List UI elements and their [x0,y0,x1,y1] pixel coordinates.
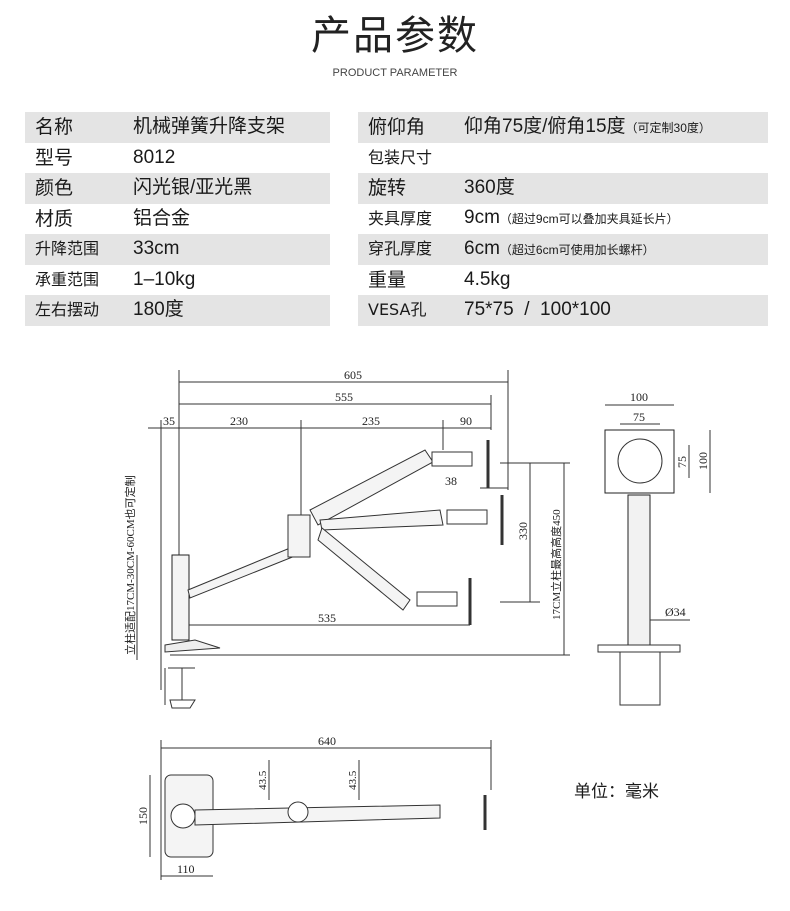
dim-330: 330 [516,522,530,540]
clamp-front [597,644,681,706]
spec-row: 材质 铝合金 [25,204,330,235]
spec-value: 360度 [464,177,515,199]
spec-label: 左右摆动 [35,300,100,320]
base [164,639,221,653]
dim-110: 110 [177,862,195,876]
pole-note: 立柱适配17CM-30CM-60CM也可定制 [123,475,137,655]
dim-230: 230 [230,414,248,428]
spec-label: 颜色 [35,177,74,200]
spec-row: 承重范围 1–10kg [25,265,330,296]
spec-label: 俯仰角 [368,116,426,139]
spec-value: 4.5kg [464,268,511,290]
spec-value: 铝合金 [133,207,191,229]
dim-235: 235 [362,414,380,428]
spec-label: VESA孔 [368,300,427,320]
spec-value: 机械弹簧升降支架 [133,116,286,138]
spec-note: （可定制30度） [625,120,711,135]
spec-table-right: 俯仰角 仰角75度/俯角15度（可定制30度） 包装尺寸 旋转 360度 夹具厚度 9… [358,112,768,326]
clamp [164,667,196,709]
spec-value-main: 9cm [464,207,500,229]
spec-label: 升降范围 [35,239,100,259]
spec-value: 闪光银/亚光黑 [133,177,253,199]
dim-640: 640 [318,734,336,748]
dim-90: 90 [460,414,472,428]
spec-label: 承重范围 [35,269,100,289]
spec-label: 旋转 [368,177,407,200]
dim-38: 38 [445,474,457,488]
lower-arm [187,547,296,599]
spec-value: 9cm（超过9cm可以叠加夹具延长片） [464,207,679,230]
upper-arm-mid [319,509,444,531]
spec-value-main: 6cm [464,237,500,259]
spec-note: （超过6cm可使用加长螺杆） [499,242,655,257]
spec-label: 夹具厚度 [368,208,433,228]
dim-35: 35 [163,414,175,428]
front-view: 100 75 75 100 Ø34 [597,390,711,706]
spec-label: 名称 [35,116,74,139]
spec-value-main: 仰角75度/俯角15度 [464,115,626,137]
height-note: 17CM立柱最高高度450 [549,509,563,620]
spec-value: 1–10kg [133,268,196,290]
spec-value: 8012 [133,146,176,168]
spec-value: 仰角75度/俯角15度（可定制30度） [464,116,711,139]
dim-34: Ø34 [665,605,686,619]
spec-note: （超过9cm可以叠加夹具延长片） [499,212,679,227]
dim-100-side: 100 [696,452,710,470]
side-view: 605 555 35 230 235 90 38 330 17CM立柱最高高度4… [123,368,570,709]
dim-100-top: 100 [630,390,648,404]
spec-row: 升降范围 33cm [25,234,330,265]
spec-label: 穿孔厚度 [368,239,433,259]
spec-row: 颜色 闪光银/亚光黑 [25,173,330,204]
spec-row: 包装尺寸 [358,143,768,174]
spec-row: 穿孔厚度 6cm（超过6cm可使用加长螺杆） [358,234,768,265]
spec-row: 夹具厚度 9cm（超过9cm可以叠加夹具延长片） [358,204,768,235]
tilt-head-front [617,438,663,484]
spec-value: 75*75 / 100*100 [464,299,611,321]
spec-row: 名称 机械弹簧升降支架 [25,112,330,143]
spec-value: 180度 [133,299,184,321]
spec-row: 俯仰角 仰角75度/俯角15度（可定制30度） [358,112,768,143]
spec-row: 左右摆动 180度 [25,295,330,326]
dim-43-5-b: 43.5 [347,770,359,790]
spec-value: 33cm [133,238,180,260]
tilt-head [416,591,458,607]
page-subtitle: PRODUCT PARAMETER [332,67,458,79]
tilt-head [431,451,473,467]
dim-555: 555 [335,390,353,404]
pole-front [627,494,651,646]
spec-row: 型号 8012 [25,143,330,174]
unit-label: 单位：毫米 [574,782,659,802]
spec-value: 6cm（超过6cm可使用加长螺杆） [464,238,655,261]
spec-row: VESA孔 75*75 / 100*100 [358,295,768,326]
dim-605: 605 [344,368,362,382]
dim-43-5-a: 43.5 [257,770,269,790]
dim-150: 150 [136,807,150,825]
arm-top [194,804,441,826]
pole [171,554,190,641]
upper-arm-low [317,527,411,611]
arm-joint-top [287,801,309,823]
spec-label: 包装尺寸 [368,147,433,167]
pole-top [170,803,196,829]
dim-75-side: 75 [675,456,689,468]
spec-label: 型号 [35,146,74,169]
tilt-head [446,509,488,525]
dim-535: 535 [318,611,336,625]
spec-label: 材质 [35,207,74,230]
spec-row: 重量 4.5kg [358,265,768,296]
spec-table-left: 名称 机械弹簧升降支架 型号 8012 颜色 闪光银/亚光黑 材质 铝合金 升降范围 33… [25,112,330,326]
page-title: 产品参数 [311,13,479,59]
dim-75-top: 75 [633,410,645,424]
spec-row: 旋转 360度 [358,173,768,204]
arm-joint [287,514,311,558]
spec-label: 重量 [368,268,407,291]
top-view: 640 43.5 43.5 150 110 [136,734,492,880]
